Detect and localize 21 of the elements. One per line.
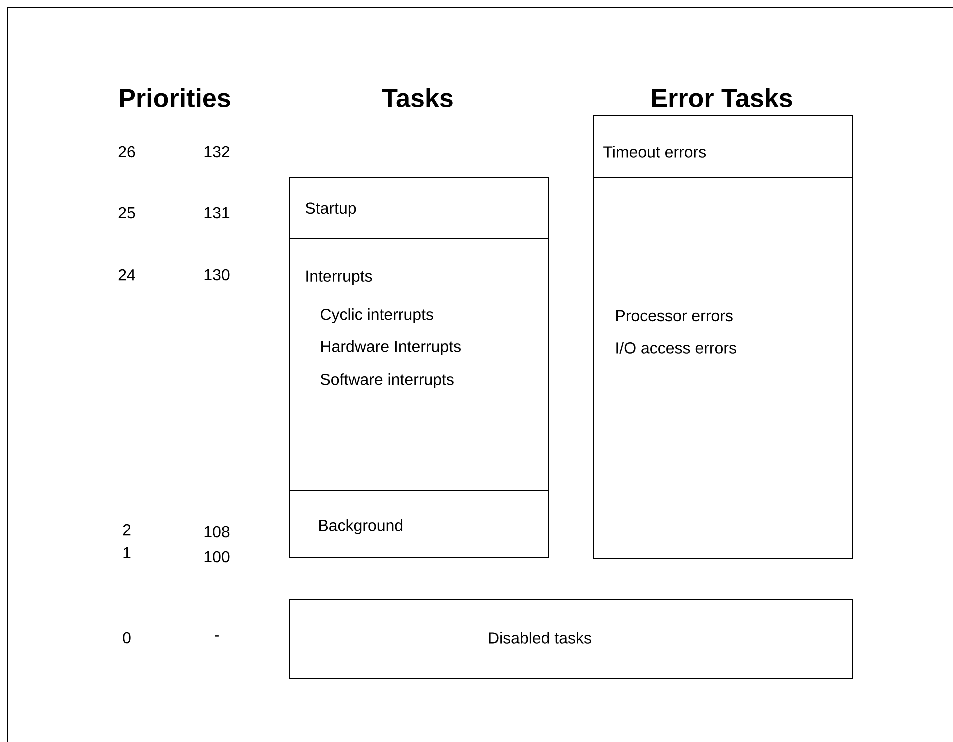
task-box: Interrupts Cyclic interrupts Hardware Interrupts Software interrupts [289,238,550,492]
priority-number: 131 [204,207,230,219]
priority-number: 1 [124,548,131,558]
priority-number: 26 [118,146,136,158]
task-box: Startup [289,177,550,240]
priority-number: 108 [204,526,230,538]
task-box: Background [289,490,550,558]
priority-number: 130 [204,269,230,281]
column-heading: Priorities [120,88,230,108]
task-box: Processor errors I/O access errors [593,177,854,560]
priority-number: - [215,636,219,637]
priority-number: 100 [204,551,230,563]
priority-number: 25 [118,207,136,219]
priority-number: 24 [118,269,136,281]
task-box: Disabled tasks [289,599,854,680]
task-box: Timeout errors [593,115,854,178]
priority-number: 0 [123,632,131,644]
column-heading: Error Tasks [652,88,792,108]
priority-number: 132 [204,146,230,158]
priority-number: 2 [123,524,131,536]
column-heading: Tasks [382,88,453,108]
